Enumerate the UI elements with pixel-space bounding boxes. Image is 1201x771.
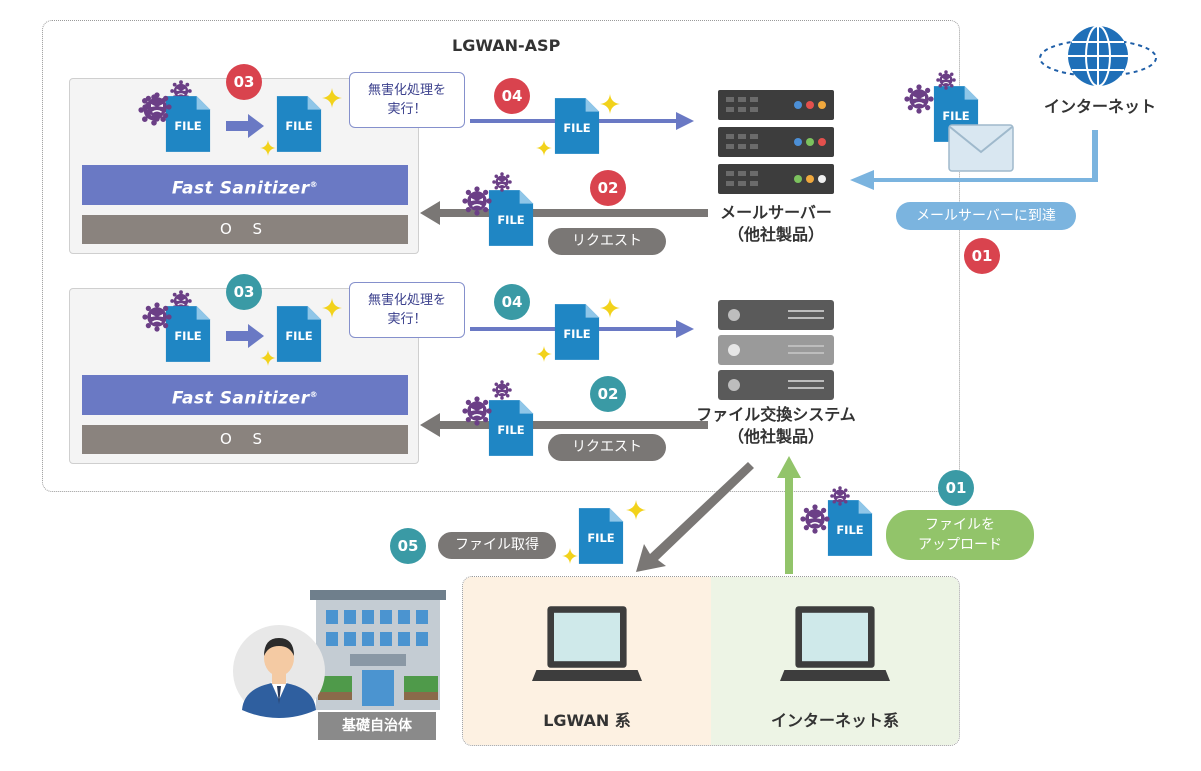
lgwan-terminal-label: LGWAN 系 [543, 711, 631, 730]
person-avatar-icon [232, 624, 326, 722]
virus-icon [936, 70, 956, 90]
file-icon-infected: FILE [932, 84, 980, 144]
mail-server-icon [718, 90, 834, 200]
virus-icon [462, 186, 492, 216]
svg-text:FILE: FILE [174, 329, 201, 343]
municipality-label: 基礎自治体 [318, 712, 436, 740]
file-icon-clean: FILE [553, 302, 601, 362]
step-badge-04: 04 [494, 78, 530, 114]
sanitize-callout: 無害化処理を 実行！ [349, 282, 465, 338]
step-badge-03: 03 [226, 274, 262, 310]
virus-icon [492, 380, 512, 400]
mail-arrival-pill: メールサーバーに到達 [896, 202, 1076, 230]
sanitize-callout: 無害化処理を 実行！ [349, 72, 465, 128]
file-icon-infected: FILE [826, 498, 874, 558]
virus-icon [492, 172, 512, 192]
file-exchange-label: ファイル交換システム （他社製品） [696, 405, 856, 446]
lgwan-asp-title: LGWAN-ASP [452, 36, 561, 55]
arrow-file-get [636, 462, 754, 572]
sparkle-icon [536, 140, 552, 156]
os-bar: O S [82, 425, 408, 454]
sparkle-icon [322, 298, 342, 318]
svg-text:FILE: FILE [285, 119, 312, 133]
sparkle-icon [536, 346, 552, 362]
laptop-icon [780, 604, 890, 696]
sparkle-icon [322, 88, 342, 108]
os-bar: O S [82, 215, 408, 244]
fast-sanitizer-bar: Fast Sanitizer® [82, 375, 408, 415]
arrow-request-top [420, 201, 708, 225]
arrow-mail-arrival [850, 130, 1098, 190]
convert-arrow-icon [226, 114, 264, 142]
file-icon-infected: FILE [487, 398, 535, 458]
envelope-icon [948, 124, 1014, 176]
building-icon [310, 590, 446, 714]
step-badge-04: 04 [494, 284, 530, 320]
svg-text:FILE: FILE [497, 213, 524, 227]
svg-text:FILE: FILE [563, 327, 590, 341]
sparkle-icon [260, 140, 276, 156]
file-icon-infected: FILE [487, 188, 535, 248]
sparkle-icon [562, 548, 578, 564]
file-exchange-server-icon [718, 300, 834, 404]
fast-sanitizer-bar: Fast Sanitizer® [82, 165, 408, 205]
file-icon-infected: FILE [164, 304, 212, 364]
step-badge-01: 01 [964, 238, 1000, 274]
internet-terminal-label: インターネット系 [770, 711, 899, 730]
sparkle-icon [260, 350, 276, 366]
svg-text:FILE: FILE [942, 109, 969, 123]
step-badge-01: 01 [938, 470, 974, 506]
virus-icon [904, 84, 934, 114]
sparkle-icon [626, 500, 646, 520]
file-icon-clean: FILE [275, 304, 323, 364]
globe-icon [1036, 20, 1160, 96]
virus-icon [462, 396, 492, 426]
upload-pill: ファイルを アップロード [886, 510, 1034, 560]
sparkle-icon [600, 94, 620, 114]
svg-text:FILE: FILE [836, 523, 863, 537]
laptop-icon [532, 604, 642, 696]
svg-text:FILE: FILE [563, 121, 590, 135]
sparkle-icon [600, 298, 620, 318]
step-badge-02: 02 [590, 170, 626, 206]
svg-text:FILE: FILE [587, 531, 614, 545]
file-icon-infected: FILE [164, 94, 212, 154]
request-pill: リクエスト [548, 434, 666, 461]
file-icon-clean: FILE [577, 506, 625, 566]
step-badge-03: 03 [226, 64, 262, 100]
arrow-request-bottom [420, 413, 708, 437]
virus-icon [142, 92, 172, 122]
internet-label: インターネット [1043, 97, 1156, 116]
terminal-zone [462, 576, 960, 746]
file-icon-clean: FILE [275, 94, 323, 154]
virus-icon [800, 504, 830, 534]
convert-arrow-icon [226, 324, 264, 352]
step-badge-02: 02 [590, 376, 626, 412]
step-badge-05: 05 [390, 528, 426, 564]
file-get-pill: ファイル取得 [438, 532, 556, 559]
lgwan-asp-zone [42, 20, 960, 492]
file-icon-clean: FILE [553, 96, 601, 156]
virus-icon [142, 302, 172, 332]
virus-icon [830, 486, 850, 506]
svg-text:FILE: FILE [174, 119, 201, 133]
mail-server-label: メールサーバー （他社製品） [720, 203, 832, 244]
svg-text:FILE: FILE [497, 423, 524, 437]
request-pill: リクエスト [548, 228, 666, 255]
svg-text:FILE: FILE [285, 329, 312, 343]
arrow-upload [777, 456, 801, 574]
